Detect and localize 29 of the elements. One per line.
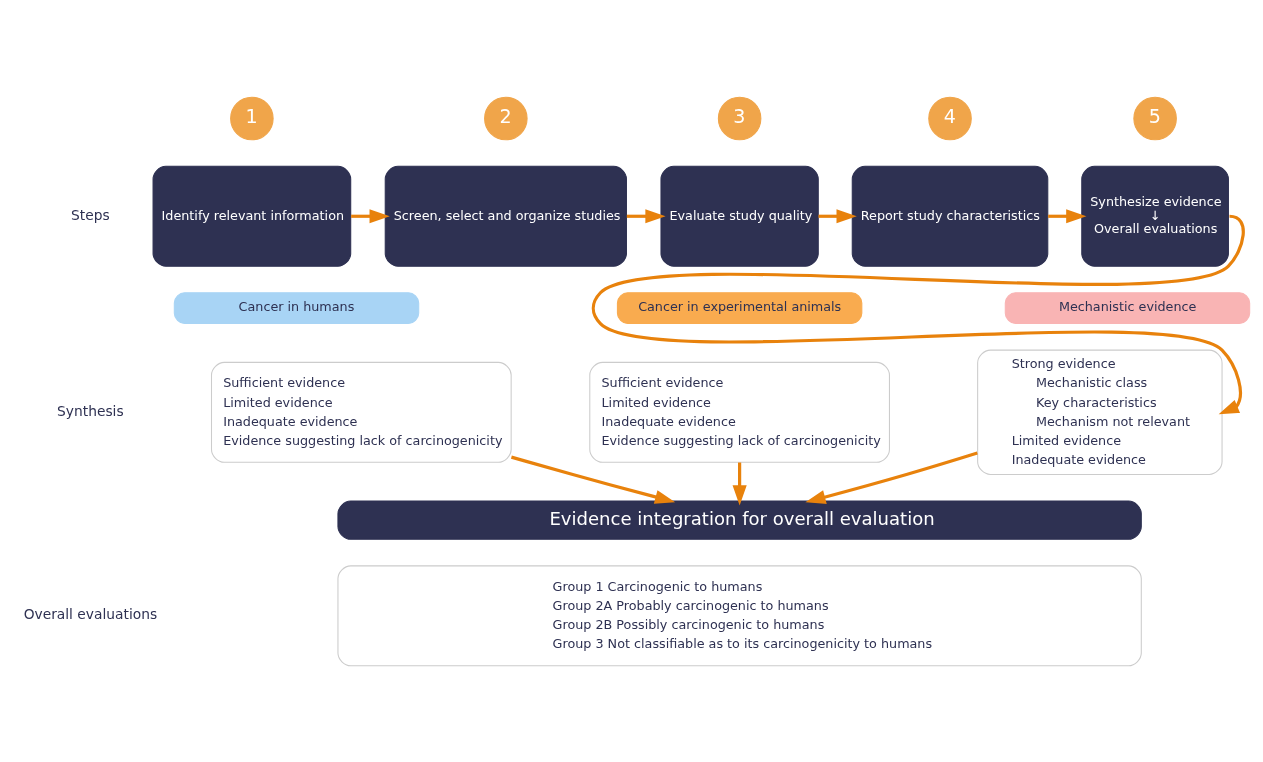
arrow bbox=[732, 462, 747, 505]
label: Overall evaluations bbox=[23, 605, 158, 622]
arrow bbox=[351, 208, 390, 223]
node-box: Strong evidence Mechanistic class Key characteristics Mechanism not relevant Limited evidence Inadequate evidence bbox=[977, 349, 1223, 475]
node-box: Evidence integration for overall evaluation bbox=[337, 500, 1142, 540]
arrow bbox=[818, 208, 857, 223]
node-box: Mechanistic evidence bbox=[1004, 291, 1251, 324]
node-box: Identify relevant information bbox=[152, 165, 352, 267]
node-box: Sufficient evidence Limited evidence Inadequate evidence Evidence suggesting lack of carcinogenicity bbox=[589, 361, 890, 463]
node-circle: 4 bbox=[928, 96, 972, 140]
node-circle: 1 bbox=[230, 96, 274, 140]
node-box: Group 1 Carcinogenic to humans Group 2A Probably carcinogenic to humans Group 2B Possibly carcinogenic to humans Group 3 Not classifiable as to its carcinogenicity to humans bbox=[337, 564, 1142, 666]
node-box: Evaluate study quality bbox=[660, 165, 819, 267]
node-box: Cancer in humans bbox=[173, 291, 420, 324]
node-box: Screen, select and organize studies bbox=[384, 165, 627, 267]
arrow bbox=[626, 208, 666, 223]
arrow bbox=[805, 450, 978, 504]
label: Steps bbox=[71, 206, 110, 223]
node-circle: 5 bbox=[1133, 96, 1177, 140]
node-box: Synthesize evidence ↓ Overall evaluations bbox=[1081, 165, 1229, 267]
node-circle: 2 bbox=[484, 96, 528, 140]
node-box: Cancer in experimental animals bbox=[616, 291, 863, 324]
arrow bbox=[510, 455, 676, 504]
arrow bbox=[1048, 208, 1087, 223]
label: Synthesis bbox=[57, 402, 124, 419]
arrow bbox=[592, 214, 1245, 414]
node-circle: 3 bbox=[717, 96, 762, 140]
node-box: Sufficient evidence Limited evidence Inadequate evidence Evidence suggesting lack of carcinogenicity bbox=[210, 361, 512, 463]
node-box: Report study characteristics bbox=[851, 165, 1049, 267]
